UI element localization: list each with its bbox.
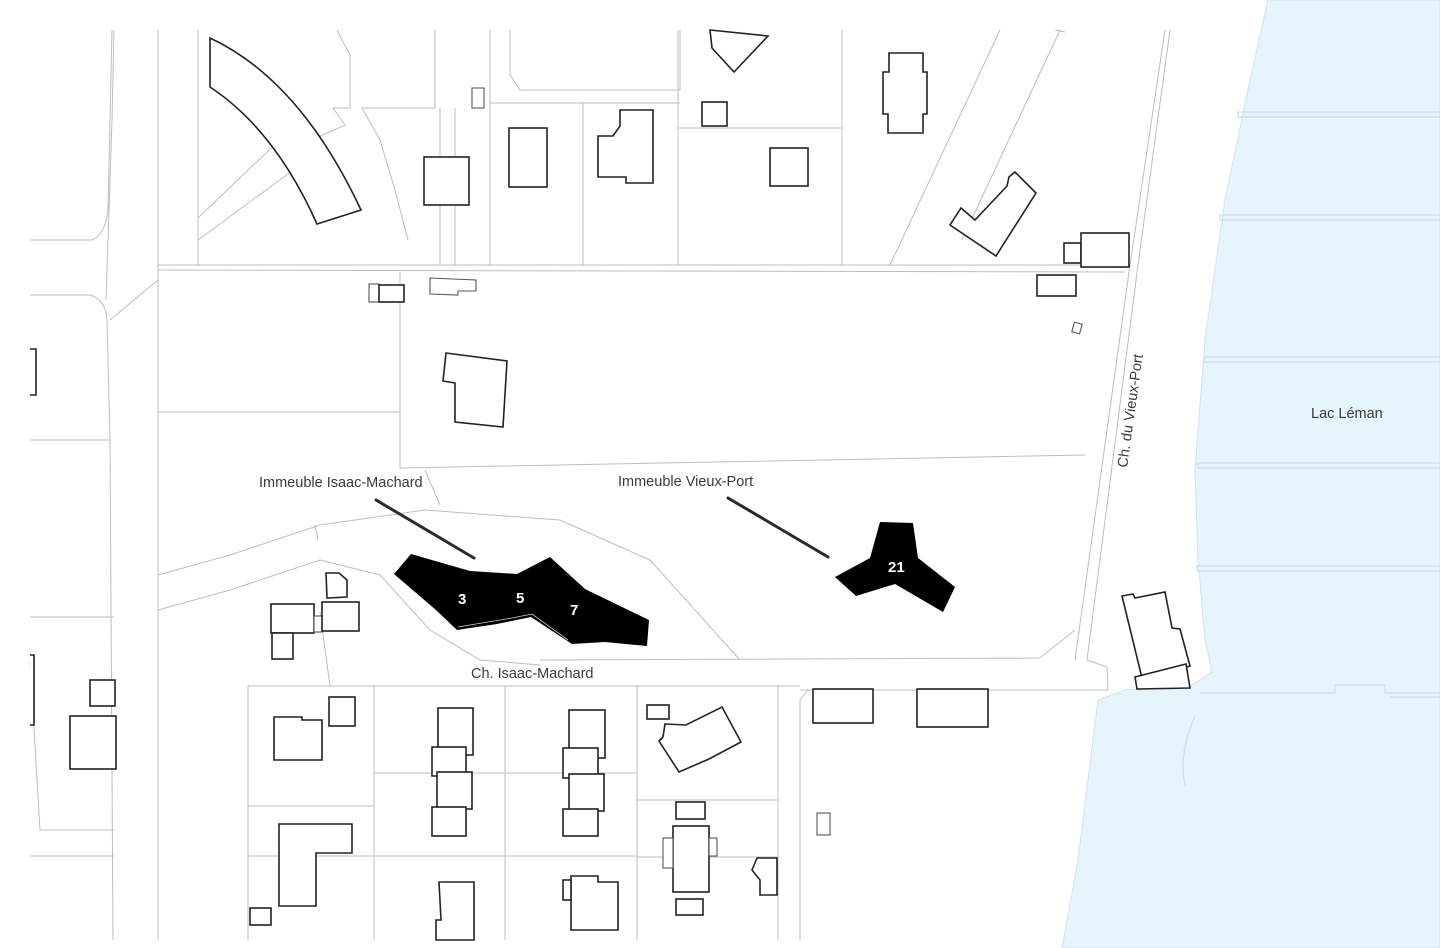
leader-line-vieux-port [726,496,830,559]
label-building-isaac: Immeuble Isaac-Machard [259,475,423,491]
piers [1182,111,1440,786]
label-lake: Lac Léman [1311,406,1383,422]
leader-line-isaac [374,498,476,560]
building-number-21: 21 [888,559,905,576]
project-vieux-port [835,522,955,612]
existing-buildings [30,29,1191,941]
label-building-vieux-port: Immeuble Vieux-Port [618,474,753,490]
project-isaac-machard [394,554,649,646]
parcel-lines [29,29,1171,941]
building-number-5: 5 [516,590,524,607]
label-street-vieux-port: Ch. du Vieux-Port [1115,353,1147,468]
label-street-isaac: Ch. Isaac-Machard [471,666,594,682]
building-number-3: 3 [458,591,466,608]
building-number-7: 7 [570,602,578,619]
lake-area [1061,0,1440,948]
